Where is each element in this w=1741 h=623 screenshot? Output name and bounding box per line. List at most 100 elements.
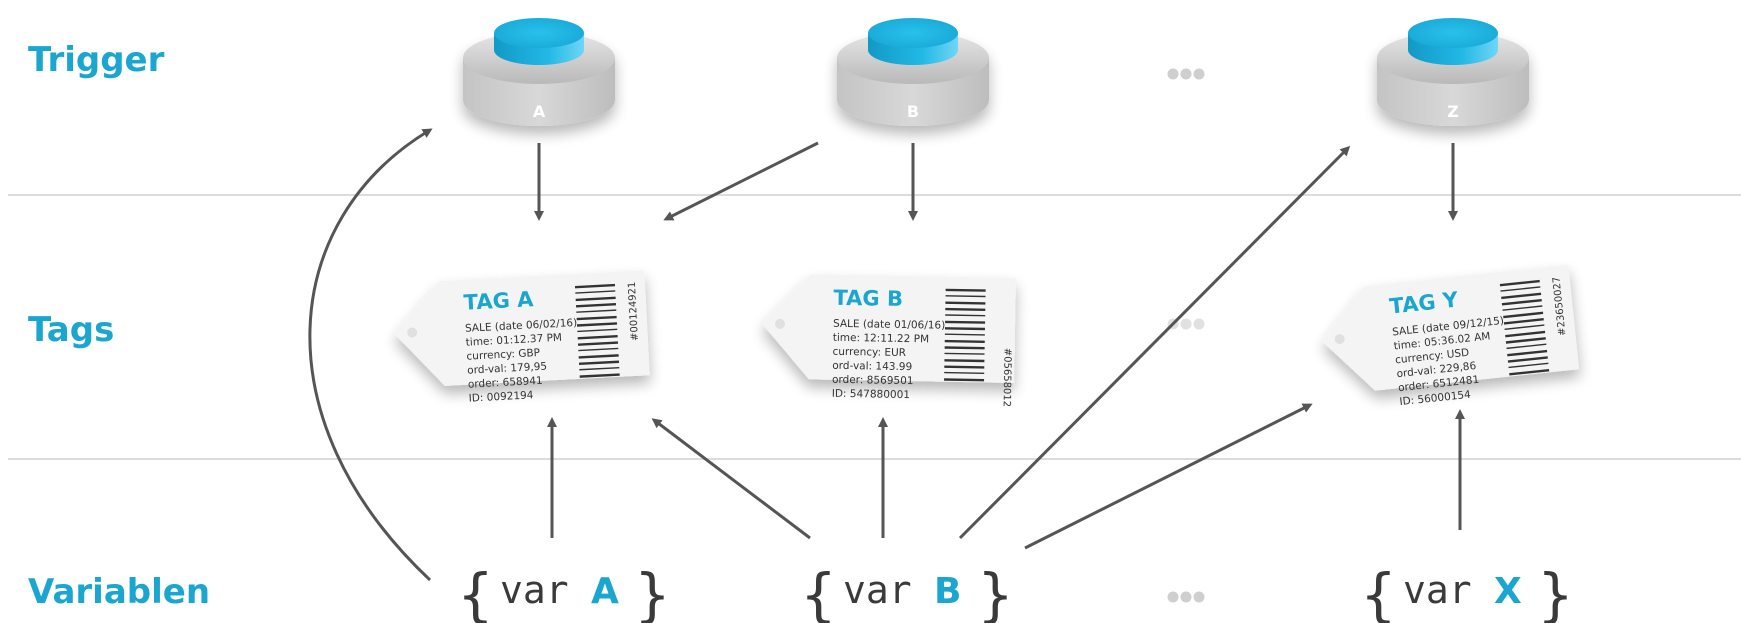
- tag-code: #05658012: [1001, 348, 1013, 407]
- tag-line: ord-val: 143.99: [832, 360, 912, 373]
- tag-card-b: TAG B SALE (date 01/06/16) time: 12:11.2…: [762, 274, 1016, 407]
- barcode-bar: [577, 328, 618, 333]
- brace-open: {: [1361, 561, 1396, 623]
- barcode-bar: [578, 347, 619, 352]
- tag-line: SALE (date 06/02/16): [465, 317, 578, 335]
- barcode-bar: [575, 296, 616, 302]
- trigger-letter: Z: [1447, 102, 1459, 121]
- variable-a: { var A }: [458, 561, 670, 623]
- divider-tags-variables: [8, 458, 1741, 460]
- barcode-bar: [1504, 324, 1545, 330]
- var-keyword: var: [843, 568, 912, 612]
- barcode-bar: [944, 339, 985, 343]
- barcode-bar: [577, 341, 619, 346]
- tag-hole-icon: [407, 327, 418, 338]
- tag-line: currency: GBP: [466, 347, 540, 363]
- barcode-bar: [576, 322, 618, 327]
- brace-open: {: [458, 561, 493, 623]
- barcode-bar: [1505, 337, 1546, 344]
- barcode-bar: [1499, 279, 1540, 287]
- tag-card-y: TAG Y SALE (date 09/12/15) time: 05:36.0…: [1321, 264, 1580, 408]
- barcode-bar: [944, 359, 985, 363]
- tag-line: ID: 547880001: [832, 388, 910, 401]
- trigger-button-b: B: [837, 18, 989, 126]
- barcode-bar: [1500, 286, 1541, 292]
- tag-line: ID: 0092194: [468, 389, 534, 404]
- ellipsis-trigger: [1167, 68, 1205, 80]
- barcode-bar: [945, 301, 986, 305]
- barcode-bar: [944, 365, 985, 369]
- variable-b: { var B }: [801, 561, 1013, 623]
- tag-line: time: 12:11.22 PM: [833, 332, 929, 346]
- tag-line: time: 01:12.37 PM: [465, 332, 562, 349]
- var-name: X: [1494, 571, 1522, 612]
- barcode-bar: [578, 354, 619, 359]
- var-name: B: [934, 571, 961, 612]
- tag-hole-icon: [1334, 334, 1345, 345]
- barcode-bar: [1507, 356, 1548, 363]
- barcode-bar: [579, 366, 620, 371]
- tag-title: TAG B: [833, 286, 903, 311]
- brace-close: }: [1538, 561, 1573, 623]
- divider-trigger-tags: [8, 194, 1741, 196]
- barcode-bar: [575, 303, 617, 308]
- arrows: [308, 128, 1465, 582]
- arrow-var-a-to-trigger-a: [308, 128, 433, 582]
- barcode-bar: [945, 314, 986, 317]
- barcode-bar: [579, 373, 620, 378]
- barcode-bar: [1502, 305, 1543, 311]
- trigger-button-z: Z: [1377, 18, 1529, 126]
- barcode-bar: [945, 295, 986, 298]
- trigger-button-a: A: [463, 18, 615, 126]
- tag-hole-icon: [775, 318, 786, 329]
- arrow-var-b-to-trigger-z: [958, 145, 1351, 540]
- var-keyword: var: [500, 568, 569, 612]
- barcode-icon: [944, 288, 986, 382]
- barcode-bar: [1507, 349, 1548, 357]
- barcode-bar: [1506, 343, 1547, 350]
- barcode-bar: [1508, 362, 1549, 369]
- barcode-icon: [1499, 279, 1550, 376]
- row-label-trigger: Trigger: [28, 40, 165, 80]
- tag-card-a: TAG A SALE (date 06/02/16) time: 01:12.3…: [394, 270, 650, 405]
- var-name: A: [591, 571, 619, 612]
- arrow-var-b-to-tag-a: [651, 418, 811, 540]
- barcode-bar: [1503, 318, 1544, 325]
- brace-close: }: [978, 561, 1013, 623]
- brace-close: }: [635, 561, 670, 623]
- tag-line: currency: EUR: [832, 346, 906, 359]
- barcode-bar: [1509, 368, 1550, 376]
- barcode-bar: [576, 315, 617, 321]
- barcode-bar: [1501, 298, 1542, 306]
- brace-open: {: [801, 561, 836, 623]
- arrow-trigger-b-to-tag-a: [663, 141, 819, 221]
- barcode-bar: [1505, 330, 1546, 338]
- barcode-bar: [945, 288, 986, 292]
- arrow-var-b-to-tag-y: [1024, 403, 1313, 550]
- ellipsis-variables: [1167, 591, 1205, 603]
- tag-code: #00124921: [627, 281, 641, 341]
- tag-title: TAG A: [463, 287, 535, 315]
- variable-x: { var X }: [1361, 561, 1573, 623]
- row-label-variables: Variablen: [28, 572, 211, 612]
- barcode-bar: [945, 320, 986, 324]
- trigger-letter: B: [907, 102, 919, 121]
- barcode-bar: [577, 334, 618, 340]
- barcode-bar: [944, 327, 985, 331]
- barcode-bar: [944, 371, 985, 374]
- barcode-bar: [944, 378, 985, 382]
- trigger-letter: A: [533, 102, 546, 121]
- tag-line: order: 8569501: [832, 374, 914, 387]
- row-label-tags: Tags: [28, 310, 115, 350]
- barcode-bar: [1503, 311, 1544, 319]
- tag-line: order: 658941: [468, 375, 543, 391]
- barcode-bar: [578, 360, 620, 366]
- barcode-bar: [944, 333, 985, 336]
- tag-line: SALE (date 01/06/16): [833, 318, 945, 332]
- barcode-bar: [575, 290, 616, 294]
- barcode-icon: [574, 283, 620, 378]
- tag-line: ord-val: 179,95: [467, 361, 547, 377]
- barcode-bar: [576, 309, 617, 313]
- barcode-bar: [945, 307, 986, 311]
